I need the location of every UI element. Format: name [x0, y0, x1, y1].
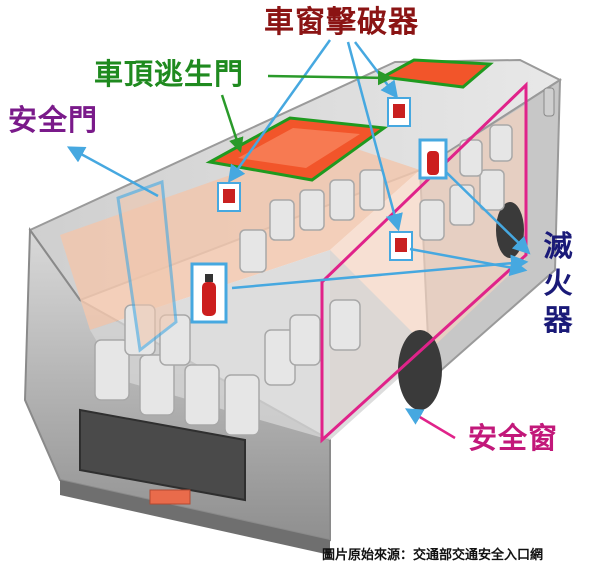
license-plate — [149, 489, 191, 505]
fire-extinguisher-icon — [418, 138, 448, 180]
roof-hatch-rear — [378, 58, 494, 89]
wheel-rear — [398, 330, 442, 410]
safety-door — [116, 179, 178, 353]
window-breaker-icon — [387, 97, 411, 127]
safety-window-arrow — [404, 408, 456, 440]
image-source-caption: 圖片原始來源：交通部交通安全入口網 — [322, 548, 544, 563]
label-roof-hatch: 車頂逃生門 — [94, 57, 245, 91]
bus-floor — [90, 250, 430, 440]
label-safety-door: 安全門 — [8, 103, 99, 137]
front-panel — [79, 408, 246, 502]
callout-arrows — [66, 39, 531, 290]
window-breaker-icon — [389, 231, 413, 261]
window-breaker-icon — [217, 182, 241, 212]
label-fire-extinguisher: 滅火器 — [543, 229, 573, 337]
fire-extinguisher-icon — [190, 262, 228, 324]
roof-hatch-arrows — [220, 70, 393, 153]
label-window-breaker: 車窗擊破器 — [264, 5, 419, 40]
bumper — [60, 480, 330, 555]
label-safety-window: 安全窗 — [468, 421, 559, 455]
seats — [94, 124, 513, 436]
side-mirror — [543, 87, 555, 117]
